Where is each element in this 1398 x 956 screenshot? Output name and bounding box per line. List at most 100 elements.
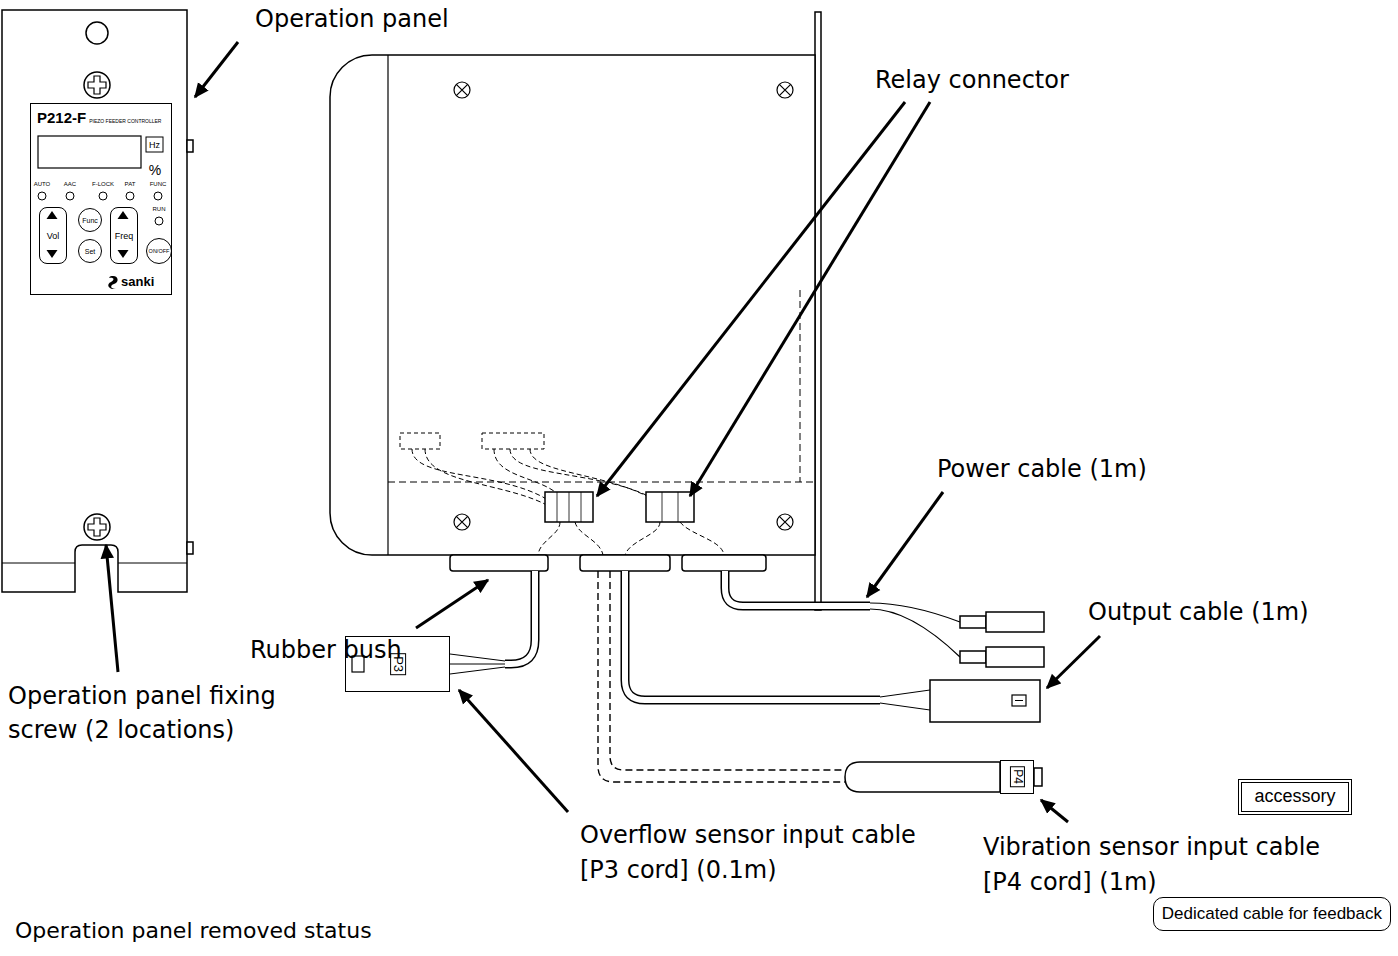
status-led bbox=[126, 192, 134, 200]
relay-connector bbox=[646, 492, 694, 522]
side-tab bbox=[187, 140, 193, 152]
cable-sheath bbox=[505, 571, 535, 664]
led-label: F-LOCK bbox=[92, 181, 114, 188]
up-triangle bbox=[47, 211, 58, 219]
cable-wire bbox=[880, 690, 930, 710]
cover-screw bbox=[456, 84, 467, 95]
output-connector bbox=[930, 680, 1040, 722]
set-button: Set bbox=[78, 239, 102, 263]
callout-label: Operation panel fixing screw (2 location… bbox=[8, 680, 308, 747]
callout-label: Rubber bush bbox=[250, 636, 402, 665]
status-led bbox=[99, 192, 107, 200]
cable-sheath bbox=[725, 571, 870, 606]
connector-latch bbox=[1012, 695, 1026, 706]
led-label: FUNC bbox=[150, 181, 167, 188]
rubber-bush bbox=[450, 555, 548, 571]
status-led bbox=[155, 217, 163, 225]
led-label: PAT bbox=[125, 181, 136, 188]
connector-latch bbox=[1015, 700, 1023, 701]
screw-cross bbox=[88, 518, 106, 536]
side-tab bbox=[187, 542, 193, 554]
down-triangle bbox=[47, 250, 58, 258]
view-note: Operation panel removed status bbox=[15, 918, 372, 944]
terminal-sleeve bbox=[960, 651, 986, 663]
status-led bbox=[66, 192, 74, 200]
leader-arrow bbox=[1041, 800, 1068, 822]
feedback-note: Dedicated cable for feedback bbox=[1153, 897, 1391, 931]
led-label: RUN bbox=[153, 206, 166, 213]
mounting-plate bbox=[815, 12, 821, 610]
relay-connector bbox=[545, 492, 593, 522]
volume-key: Vol bbox=[39, 207, 67, 264]
status-led bbox=[154, 192, 162, 200]
relay-pin bbox=[662, 492, 678, 522]
cover-screw bbox=[454, 82, 470, 98]
accessory-tag: accessory bbox=[1238, 779, 1351, 815]
display-window bbox=[38, 136, 141, 168]
relay-pin bbox=[557, 492, 581, 522]
unit-label: Hz bbox=[149, 139, 160, 150]
internal-wire bbox=[538, 522, 724, 555]
body-edge bbox=[387, 55, 388, 555]
note-text: Dedicated cable for feedback bbox=[1162, 904, 1382, 923]
terminal-sleeve bbox=[960, 616, 986, 628]
key-label: Vol bbox=[47, 231, 60, 241]
panel-housing bbox=[2, 10, 187, 592]
down-triangle bbox=[118, 250, 129, 258]
frequency-key: Freq bbox=[110, 207, 138, 264]
cable-sheath bbox=[625, 571, 880, 700]
cable-sheath bbox=[725, 571, 870, 606]
board-connector bbox=[482, 433, 544, 449]
key-label: Freq bbox=[115, 231, 134, 241]
callout-label: Output cable (1m) bbox=[1088, 598, 1309, 627]
callout-label: Operation panel bbox=[255, 5, 449, 34]
on-off-button: ON/OFF bbox=[146, 238, 172, 264]
panel-text: PIEZO FEEDER CONTROLLER bbox=[89, 118, 161, 124]
rubber-bush bbox=[580, 555, 670, 571]
up-triangle bbox=[118, 211, 129, 219]
leader-arrow bbox=[106, 545, 118, 672]
callout-label: Relay connector bbox=[875, 66, 1069, 95]
cable-sheath bbox=[505, 571, 535, 664]
brand-logo: sanki bbox=[121, 274, 154, 290]
cable-wire bbox=[870, 603, 960, 657]
unit-frame bbox=[146, 137, 163, 152]
button-label: ON/OFF bbox=[149, 248, 170, 254]
leader-arrow bbox=[459, 690, 568, 812]
rubber-bush bbox=[682, 555, 766, 571]
connector-mark: P4 bbox=[1009, 767, 1024, 788]
func-button: Func bbox=[78, 208, 102, 232]
p4-plug-head bbox=[1034, 768, 1042, 786]
unit-label: % bbox=[149, 162, 161, 179]
tag-text: accessory bbox=[1254, 786, 1335, 806]
cover-screw bbox=[779, 84, 790, 95]
hidden-line bbox=[388, 290, 815, 482]
spade-terminal bbox=[986, 612, 1044, 632]
status-led bbox=[38, 192, 46, 200]
panel-faceplate: P212-FPIEZO FEEDER CONTROLLER Vol FuncSet F… bbox=[30, 103, 172, 295]
leader-arrow bbox=[867, 492, 943, 597]
callout-label: Power cable (1m) bbox=[937, 455, 1147, 484]
callout-label: Vibration sensor input cable [P4 cord] (… bbox=[983, 830, 1343, 900]
cover-screw bbox=[777, 82, 793, 98]
cover-screw bbox=[454, 514, 470, 530]
spade-terminal bbox=[986, 647, 1044, 667]
panel-text: P212-F bbox=[37, 109, 86, 126]
callout-label: Overflow sensor input cable [P3 cord] (0… bbox=[580, 818, 940, 888]
cover-screw bbox=[456, 516, 467, 527]
board-connector bbox=[400, 433, 440, 449]
leader-arrow bbox=[1047, 636, 1100, 688]
led-label: AAC bbox=[64, 181, 76, 188]
screw-cross bbox=[88, 76, 106, 94]
leader-arrow bbox=[416, 580, 488, 628]
controller-body bbox=[330, 55, 815, 555]
mount-hole bbox=[86, 22, 108, 44]
led-label: AUTO bbox=[34, 181, 51, 188]
logo-mark bbox=[108, 276, 117, 289]
leader-arrow bbox=[195, 42, 238, 97]
cover-screw bbox=[777, 514, 793, 530]
cable-wire bbox=[450, 654, 505, 674]
p4-plug-body bbox=[845, 762, 1000, 792]
